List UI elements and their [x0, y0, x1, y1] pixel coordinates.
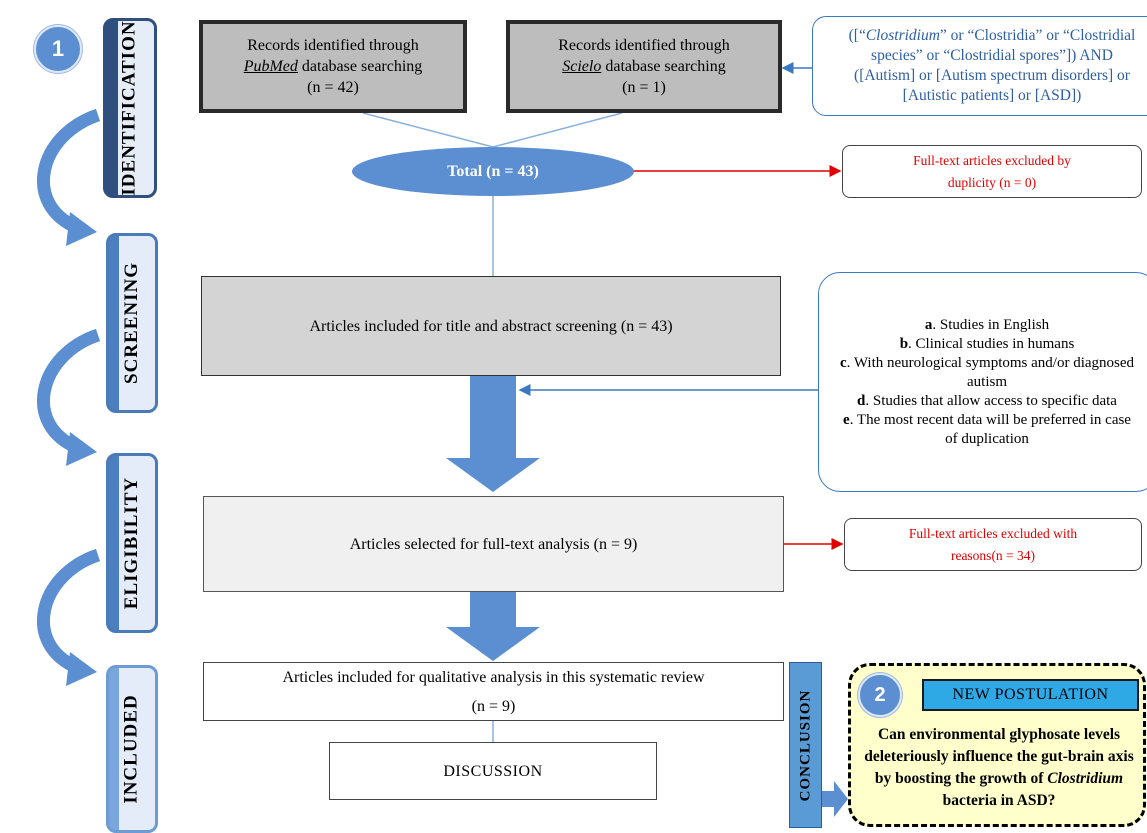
- duplicity-excluded-box: Full-text articles excluded by duplicity…: [842, 145, 1142, 198]
- duplicity-excluded-line1: Full-text articles excluded by: [913, 152, 1071, 168]
- reasons-excluded-box: Full-text articles excluded with reasons…: [844, 518, 1142, 571]
- scielo-line1: Records identified through: [558, 37, 730, 54]
- curved-arrow-eligibility-to-included: [36, 548, 101, 686]
- step-2-badge: 2: [858, 673, 902, 717]
- pubmed-line2-rest: database searching: [297, 58, 423, 75]
- eligibility-box: Articles selected for full-text analysis…: [203, 496, 784, 592]
- connector-pubmed-to-total: [362, 112, 494, 148]
- scielo-line2: Scielo database searching: [562, 56, 725, 77]
- pubmed-records-box: Records identified through PubMed databa…: [199, 20, 467, 113]
- search-terms-clostridium: Clostridium: [865, 27, 940, 44]
- screening-box: Articles included for title and abstract…: [201, 276, 781, 376]
- stage-identification: IDENTIFICATION: [103, 18, 157, 198]
- down-arrow-eligibility-to-included: [446, 592, 540, 661]
- conclusion-label: CONCLUSION: [789, 662, 822, 828]
- included-box: Articles included for qualitative analys…: [203, 662, 784, 721]
- stage-identification-label: IDENTIFICATION: [119, 20, 140, 196]
- search-terms-line1: ([“Clostridium” or “Clostridia” or “Clos…: [848, 27, 1136, 44]
- discussion-box: DISCUSSION: [329, 742, 657, 800]
- postulation-question: Can environmental glyphosate levels dele…: [864, 726, 1134, 809]
- pubmed-line1: Records identified through: [247, 37, 419, 54]
- new-postulation-box: 2 NEW POSTULATION Can environmental glyp…: [848, 663, 1146, 827]
- scielo-records-box: Records identified through Scielo databa…: [506, 20, 782, 113]
- stage-included-label: INCLUDED: [121, 694, 143, 804]
- scielo-db-name: Scielo: [562, 58, 602, 75]
- curved-arrow-screening-to-eligibility: [36, 328, 101, 466]
- postulation-clostridium: Clostridium: [1047, 770, 1124, 787]
- conclusion-label-text: CONCLUSION: [797, 689, 813, 801]
- pubmed-count: (n = 42): [307, 79, 359, 96]
- criteria-c: c. With neurological symptoms and/or dia…: [839, 354, 1135, 390]
- pubmed-db-name: PubMed: [243, 58, 298, 75]
- new-postulation-title: NEW POSTULATION: [922, 679, 1139, 711]
- stage-eligibility-label: ELIGIBILITY: [121, 476, 143, 610]
- search-terms-line2: species” or “Clostridial spores”]) AND: [871, 47, 1113, 64]
- criteria-a: a. Studies in English: [924, 316, 1050, 333]
- step-1-badge: 1: [34, 25, 82, 73]
- search-terms-box: ([“Clostridium” or “Clostridia” or “Clos…: [812, 16, 1147, 116]
- scielo-count: (n = 1): [622, 79, 666, 96]
- included-count: (n = 9): [471, 697, 516, 715]
- included-line1: Articles included for qualitative analys…: [282, 668, 705, 686]
- stage-screening: SCREENING: [106, 233, 158, 413]
- criteria-d: d. Studies that allow access to specific…: [857, 392, 1117, 409]
- criteria-e: e. The most recent data will be preferre…: [843, 411, 1131, 447]
- total-records-ellipse: Total (n = 43): [352, 147, 634, 196]
- reasons-excluded-line2: reasons(n = 34): [950, 547, 1036, 563]
- inclusion-criteria-box: a. Studies in English b. Clinical studie…: [818, 272, 1147, 492]
- search-terms-line3: ([Autism] or [Autism spectrum disorders]…: [854, 67, 1130, 84]
- scielo-line2-rest: database searching: [601, 58, 726, 75]
- down-arrow-screening-to-eligibility: [446, 376, 540, 492]
- stage-included: INCLUDED: [106, 665, 158, 833]
- stage-screening-label: SCREENING: [121, 262, 143, 384]
- reasons-excluded-line1: Full-text articles excluded with: [908, 525, 1078, 541]
- search-terms-line4: [Autistic patients] or [ASD]): [902, 87, 1082, 104]
- pubmed-line2: PubMed database searching: [244, 56, 423, 77]
- curved-arrow-identification-to-screening: [36, 108, 101, 246]
- duplicity-excluded-line2: duplicity (n = 0): [947, 174, 1037, 190]
- connector-scielo-to-total: [492, 112, 623, 148]
- stage-eligibility: ELIGIBILITY: [106, 453, 158, 633]
- criteria-b: b. Clinical studies in humans: [899, 335, 1075, 352]
- arrow-conclusion-to-postulation: [822, 781, 848, 817]
